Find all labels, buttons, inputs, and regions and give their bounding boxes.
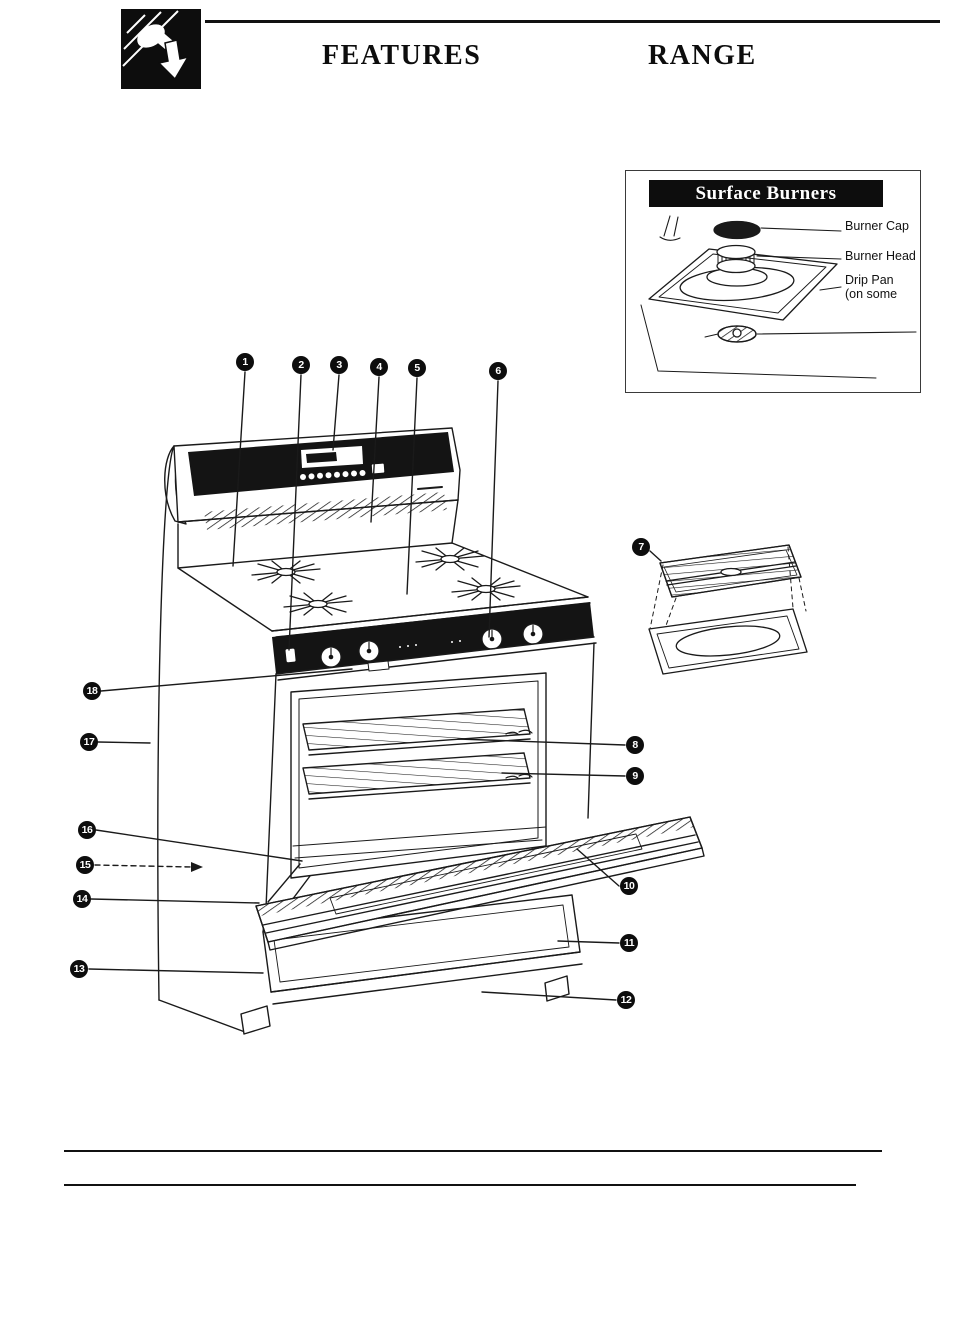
backsplash — [164, 427, 461, 530]
surface-burners-inset: Surface Burners Burner Cap Burner Head D… — [625, 170, 921, 393]
callout-2: 2 — [292, 356, 310, 374]
hand-arrow-icon — [121, 9, 201, 89]
callout-15: 15 — [76, 856, 94, 874]
broiler-pan-illustration — [648, 544, 808, 675]
oven-door — [255, 816, 705, 951]
callout-6: 6 — [489, 362, 507, 380]
callout-8: 8 — [626, 736, 644, 754]
footer-rule-2 — [64, 1184, 856, 1186]
footer-rule-1 — [64, 1150, 882, 1152]
callout-9: 9 — [626, 767, 644, 785]
callout-13: 13 — [70, 960, 88, 978]
drip-pan-label: Drip Pan — [845, 273, 894, 287]
header-rule — [205, 20, 940, 23]
callout-11: 11 — [620, 934, 638, 952]
page-title-range: RANGE — [648, 40, 757, 71]
oven-racks — [302, 708, 533, 800]
inset-title: Surface Burners — [649, 180, 883, 207]
page-title-features: FEATURES — [322, 40, 482, 71]
callout-17: 17 — [80, 733, 98, 751]
drip-pan-label-note: (on some — [845, 287, 898, 301]
range-illustration — [157, 427, 705, 1035]
callout-12: 12 — [617, 991, 635, 1009]
callout-18: 18 — [83, 682, 101, 700]
hand-arrow-icon-art — [121, 9, 201, 89]
callout-10: 10 — [620, 877, 638, 895]
callout-16: 16 — [78, 821, 96, 839]
callout-leader-lines — [88, 371, 662, 1001]
callout-3: 3 — [330, 356, 348, 374]
surface-burner-parts-illustration — [640, 215, 917, 379]
callout-4: 4 — [370, 358, 388, 376]
callout-5: 5 — [408, 359, 426, 377]
callout-1: 1 — [236, 353, 254, 371]
burner-head-label: Burner Head — [845, 249, 916, 263]
control-panel — [272, 602, 597, 681]
burner-cap-label: Burner Cap — [845, 219, 909, 233]
callout-14: 14 — [73, 890, 91, 908]
callout-7: 7 — [632, 538, 650, 556]
